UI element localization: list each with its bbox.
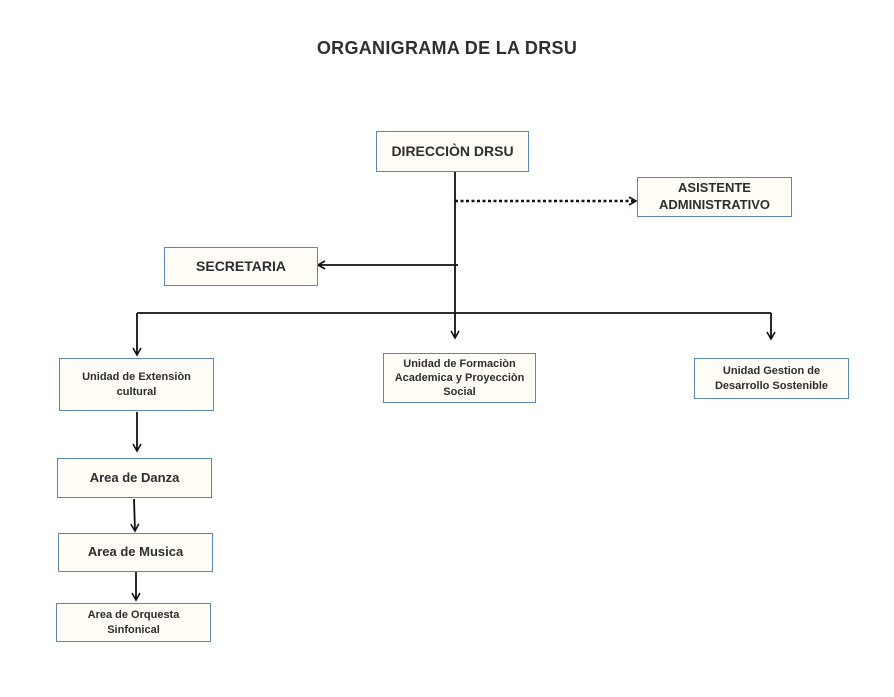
- chart-title: ORGANIGRAMA DE LA DRSU: [316, 38, 578, 58]
- node-secretaria: SECRETARIA: [164, 247, 318, 286]
- node-direccion: DIRECCIÒN DRSU: [376, 131, 529, 172]
- node-direccion-label: DIRECCIÒN DRSU: [391, 143, 514, 160]
- node-asistente-label: ASISTENTE ADMINISTRATIVO: [659, 180, 770, 212]
- node-extension: Unidad de Extensiòn cultural: [59, 358, 214, 411]
- node-gestion-label: Unidad Gestion de Desarrollo Sostenible: [714, 365, 829, 392]
- node-musica-label: Area de Musica: [87, 544, 184, 560]
- node-danza: Area de Danza: [57, 458, 212, 498]
- node-extension-label: Unidad de Extensiòn cultural: [82, 371, 191, 398]
- node-formacion-label: Unidad de Formaciòn Academica y Proyecci…: [394, 357, 525, 399]
- node-gestion: Unidad Gestion de Desarrollo Sostenible: [694, 358, 849, 399]
- node-orquesta-label: Area de Orquesta Sinfonical: [87, 609, 180, 636]
- danza-to-musica: [130, 498, 140, 533]
- node-secretaria-label: SECRETARIA: [196, 258, 286, 275]
- node-orquesta: Area de Orquesta Sinfonical: [56, 603, 211, 642]
- node-musica: Area de Musica: [58, 533, 213, 572]
- node-danza-label: Area de Danza: [89, 469, 180, 485]
- node-formacion: Unidad de Formaciòn Academica y Proyecci…: [383, 353, 536, 403]
- node-asistente: ASISTENTE ADMINISTRATIVO: [637, 177, 792, 217]
